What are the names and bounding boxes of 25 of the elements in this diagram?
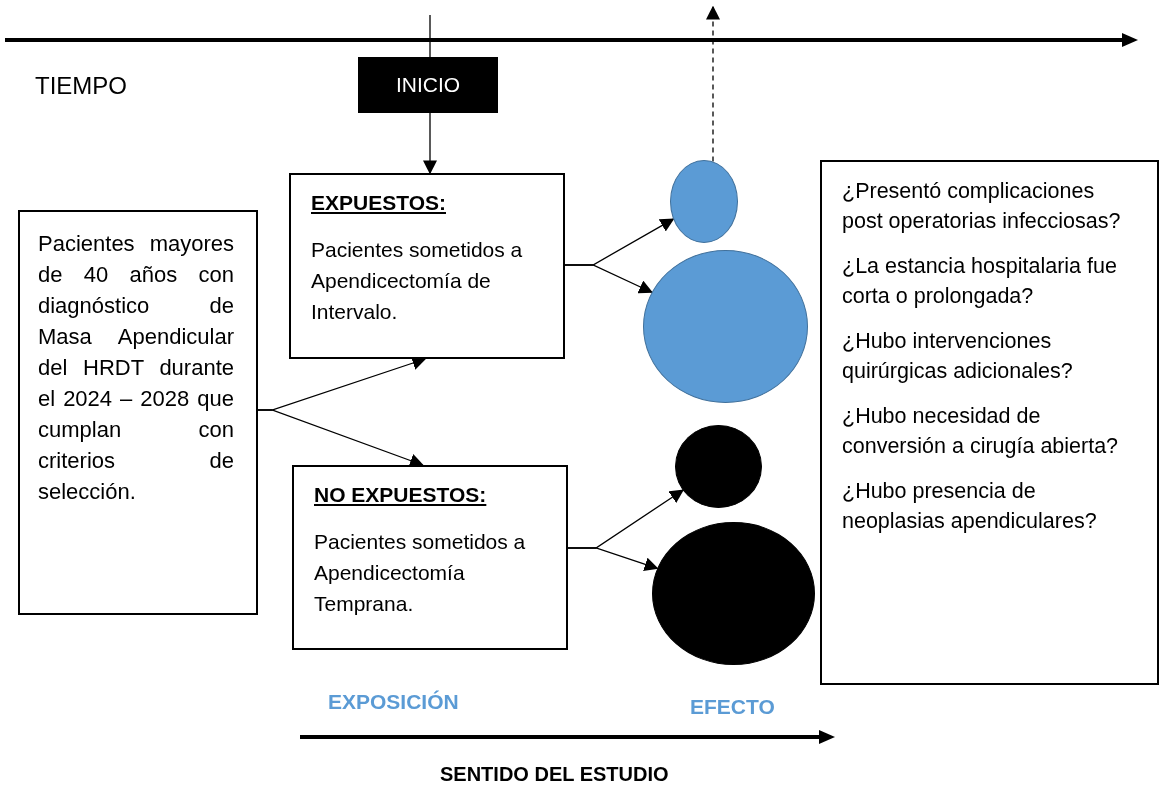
question-text: ¿La estancia hospitalaria fue corta o prolongada? [842,253,1118,310]
arrow [257,409,424,468]
arrow [423,112,437,175]
question-text: ¿Hubo presencia de neoplasias apendiculares? [842,478,1098,535]
population-box [18,210,258,615]
question-text: ¿Hubo intervenciones quirúrgicas adicionales? [842,328,1074,385]
outcome-questions-box [820,160,1159,685]
group-heading: EXPUESTOS: [311,190,446,216]
question-text: ¿Presentó complicaciones post operatorias infecciosas? [842,178,1122,235]
group-heading: NO EXPUESTOS: [314,482,487,508]
axis-label: SENTIDO DEL ESTUDIO [440,763,669,786]
arrow [706,5,720,163]
start-box: INICIO [358,57,498,113]
arrow [564,264,653,294]
group-box [292,465,568,650]
question-text: ¿Hubo necesidad de conversión a cirugía abierta? [842,403,1120,460]
group-box [289,173,565,359]
axis-label: TIEMPO [35,72,127,100]
arrow [567,547,659,571]
phase-label: EXPOSICIÓN [328,690,459,714]
group-description: Pacientes sometidos a Apendicectomía de Intervalo. [311,237,524,325]
connector-line [429,14,431,58]
group-description: Pacientes sometidos a Apendicectomía Temprana. [314,529,527,617]
phase-label: EFECTO [690,695,775,719]
population-text: Pacientes mayores de 40 años con diagnóstico de Masa Apendicular del HRDT durante el 2024 – 2028 que cumplan con criterios de selección. [38,230,234,506]
